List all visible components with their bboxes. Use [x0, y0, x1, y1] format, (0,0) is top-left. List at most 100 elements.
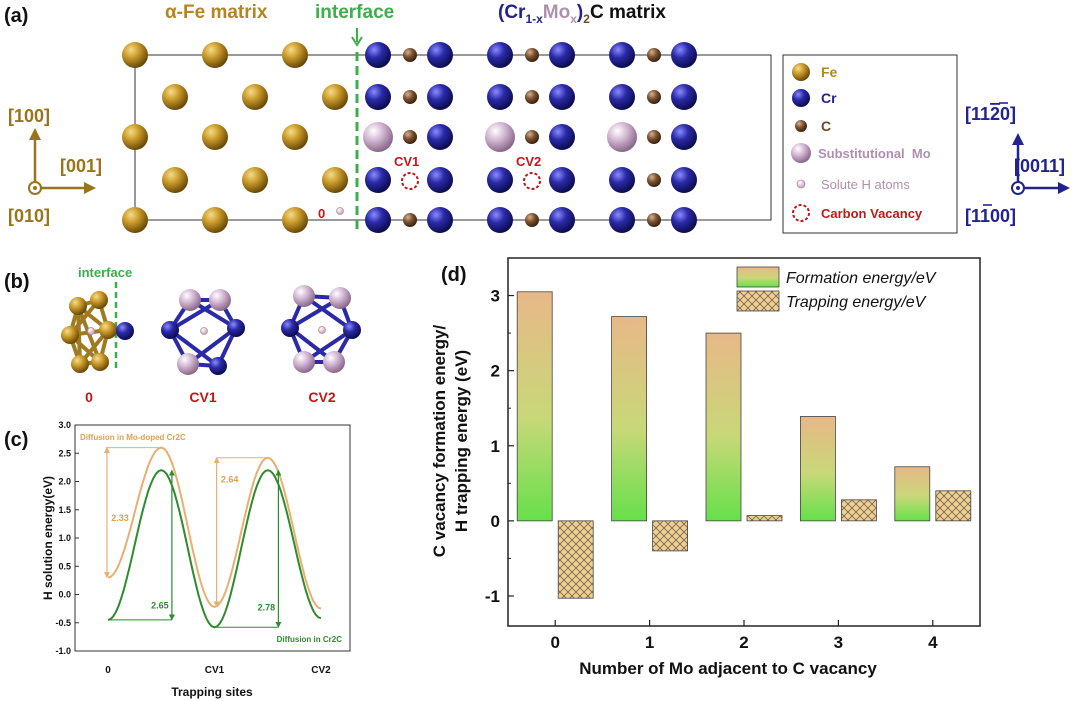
panel-b-label: (b) [4, 271, 30, 293]
h-atom [87, 327, 95, 335]
trapping-bar [652, 520, 688, 552]
cr-atom [343, 321, 361, 339]
mo-atom [329, 287, 351, 309]
panel-c-plot-area [74, 424, 351, 652]
y-tick-label: 1.0 [58, 533, 71, 543]
legend-c: C [821, 118, 831, 134]
x-tick-label: CV1 [205, 665, 225, 676]
fe-atom [61, 326, 79, 344]
h-atom [318, 326, 326, 334]
atom-lattice [122, 42, 697, 233]
carbon-vacancy [401, 172, 419, 190]
mo-atom [323, 351, 345, 373]
trapping-bar [746, 515, 783, 522]
cr-atom [427, 84, 453, 110]
axis-1-100: [1100] [965, 206, 1016, 226]
legend-cr: Cr [821, 90, 837, 106]
carbon-vacancy [523, 172, 541, 190]
panel-c-label: (c) [4, 429, 28, 451]
mo-atom [179, 289, 201, 311]
legend-formation-swatch [736, 266, 780, 288]
cr-atom [609, 167, 635, 193]
fe-atom [322, 84, 348, 110]
fe-atom [242, 84, 268, 110]
left-crystal-axes: [100] [001] [010] [8, 106, 102, 226]
c-atom [403, 130, 417, 144]
energy-annotation: 2.65 [151, 601, 169, 611]
y-tick-label: 0.0 [58, 590, 71, 600]
cr-atom [427, 167, 453, 193]
axis-010: [010] [8, 206, 50, 226]
bond [168, 328, 220, 368]
y-tick-label: 0 [491, 512, 500, 531]
energy-annotation: 2.64 [221, 475, 239, 485]
series-label-mo-doped: Diffusion in Mo-doped Cr2C [80, 433, 186, 442]
site-label-cv1: CV1 [394, 154, 419, 169]
cr-atom [427, 124, 453, 150]
fe-atom [99, 321, 117, 339]
cr-atom [209, 357, 227, 375]
fe-atom [122, 207, 148, 233]
legend-fe: Fe [821, 64, 838, 80]
y-tick-label: 3.0 [58, 420, 71, 430]
cr-atom [609, 84, 635, 110]
x-tick-label: 1 [645, 633, 654, 652]
cr-atom [365, 167, 391, 193]
cr-atom [487, 167, 513, 193]
trapping-bar [841, 499, 877, 522]
cr-atom [487, 207, 513, 233]
y-tick-label: 1 [491, 437, 500, 456]
y-tick-label: 2.5 [58, 448, 71, 458]
x-tick-label: 4 [928, 633, 938, 652]
fe-atom [162, 84, 188, 110]
site-label-0: 0 [318, 206, 325, 221]
mo-atom [485, 122, 515, 152]
c-atom [403, 90, 417, 104]
cr-atom [671, 124, 697, 150]
atom-legend: Fe Cr C Substitutional Mo Solute H atoms… [782, 54, 958, 234]
cr-atom [549, 167, 575, 193]
fe-atom [71, 355, 89, 373]
fe-atom [162, 167, 188, 193]
cr-atom [609, 207, 635, 233]
c-atom [525, 90, 539, 104]
y-tick-label: 3 [491, 287, 500, 306]
c-atom-icon [795, 120, 807, 132]
interface-title: interface [315, 2, 394, 23]
site-label-cv2: CV2 [516, 154, 541, 169]
panel-d-ylabel-line2: H trapping energy (eV) [452, 350, 471, 532]
axis-001: [001] [60, 156, 102, 176]
cr-atom [549, 124, 575, 150]
x-tick-label: 3 [834, 633, 843, 652]
fe-atom [122, 124, 148, 150]
fe-atom [282, 124, 308, 150]
panel-b: (b) interface 0 CV1 CV2 [4, 265, 361, 405]
legend-vacancy: Carbon Vacancy [821, 206, 923, 221]
cr-atom [365, 84, 391, 110]
fe-atom [202, 207, 228, 233]
cr-atom [365, 207, 391, 233]
axis-0011: [0011] [1014, 156, 1065, 176]
cr-atom [427, 42, 453, 68]
mo-atom-icon [791, 143, 811, 163]
panel-c-x-axis: 0 CV1 CV2 [105, 665, 331, 676]
fe-atom [242, 167, 268, 193]
c-atom [647, 130, 661, 144]
panel-d-xlabel: Number of Mo adjacent to C vacancy [579, 659, 877, 678]
formation-bar [705, 332, 742, 522]
legend-trapping-label: Trapping energy/eV [786, 294, 927, 311]
x-tick-label: CV2 [311, 665, 331, 676]
right-crystal-axes: [1120] [0011] [1100] [965, 102, 1070, 226]
panel-c-y-axis: 3.02.52.01.51.00.50.0-0.5-1.0 [55, 420, 79, 656]
cluster-label-cv2: CV2 [308, 389, 335, 405]
panel-c-ylabel: H solution energy(eV) [41, 476, 55, 600]
c-atom [647, 173, 661, 187]
series-label-cr2c: Diffusion in Cr2C [277, 635, 343, 644]
fe-atom [69, 297, 87, 315]
x-tick-label: 0 [105, 665, 111, 676]
fe-atom [202, 124, 228, 150]
cr-atom-icon [792, 89, 810, 107]
mo-atom [607, 122, 637, 152]
c-atom [403, 48, 417, 62]
